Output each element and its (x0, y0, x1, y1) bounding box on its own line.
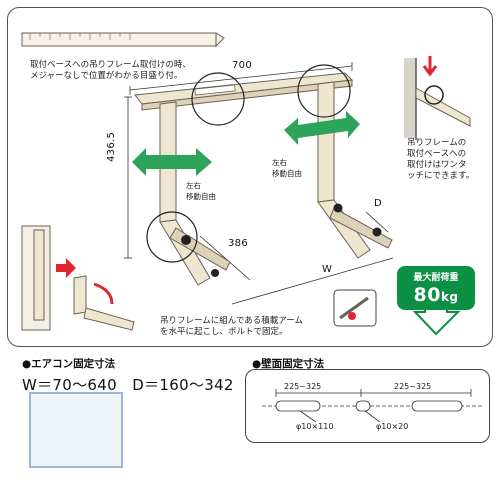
wall-hole-right: φ10×20 (376, 422, 409, 431)
mounting-base-rail (134, 72, 354, 111)
arm-fix-note: 吊りフレームに組んである積載アーム を水平に起こし、ボルトで固定。 (160, 316, 303, 337)
max-load-unit: kg (440, 290, 459, 304)
depth-label: D (374, 198, 383, 209)
width-dimension: 700 (232, 60, 252, 71)
wall-mount-detail (404, 58, 471, 140)
aircon-dimension-spec: W＝70～640 D＝160～342 (22, 376, 234, 394)
wall-dimension-heading: ●壁面固定寸法 (252, 358, 325, 370)
frame-attach-note: 吊りフレームの 取付ベースへの 取付けはワンタ ッチにできます。 (407, 138, 475, 181)
move-arrows (132, 111, 360, 176)
dimension-lines (124, 62, 394, 305)
aircon-dimension-heading: ●エアコン固定寸法 (22, 358, 116, 370)
base-scale-note: 取付ベースへの吊りフレーム取付けの時、 メジャーなしで位置がわかる目盛り付。 (30, 60, 191, 81)
wall-hole-left: φ10×110 (296, 422, 334, 431)
bolt-detail-box (333, 289, 377, 327)
wall-span-left: 225~325 (284, 382, 322, 391)
wall-span-right: 225~325 (394, 382, 432, 391)
bolt-knobs (181, 203, 382, 277)
arm-dimension: 386 (228, 238, 248, 249)
wall-dimension-box (245, 369, 490, 443)
aircon-photo-frame (29, 392, 123, 468)
max-load-value: 80kg (397, 284, 475, 306)
wall-slot-diagram (262, 389, 484, 423)
ruler-graphic (21, 32, 225, 48)
down-arrow-icon (422, 56, 438, 77)
right-hanging-frame (317, 81, 393, 259)
max-load-badge: 最大耐荷重 80kg (397, 266, 475, 310)
max-load-number: 80 (413, 284, 441, 306)
move-note-left: 左右 移動自由 (186, 181, 216, 201)
max-load-title: 最大耐荷重 (413, 273, 459, 283)
detail-circles (146, 64, 351, 263)
move-note-right: 左右 移動自由 (272, 158, 302, 178)
height-dimension: 436.5 (106, 131, 117, 162)
width-label: W (322, 264, 333, 275)
install-sequence-graphic (21, 225, 135, 331)
